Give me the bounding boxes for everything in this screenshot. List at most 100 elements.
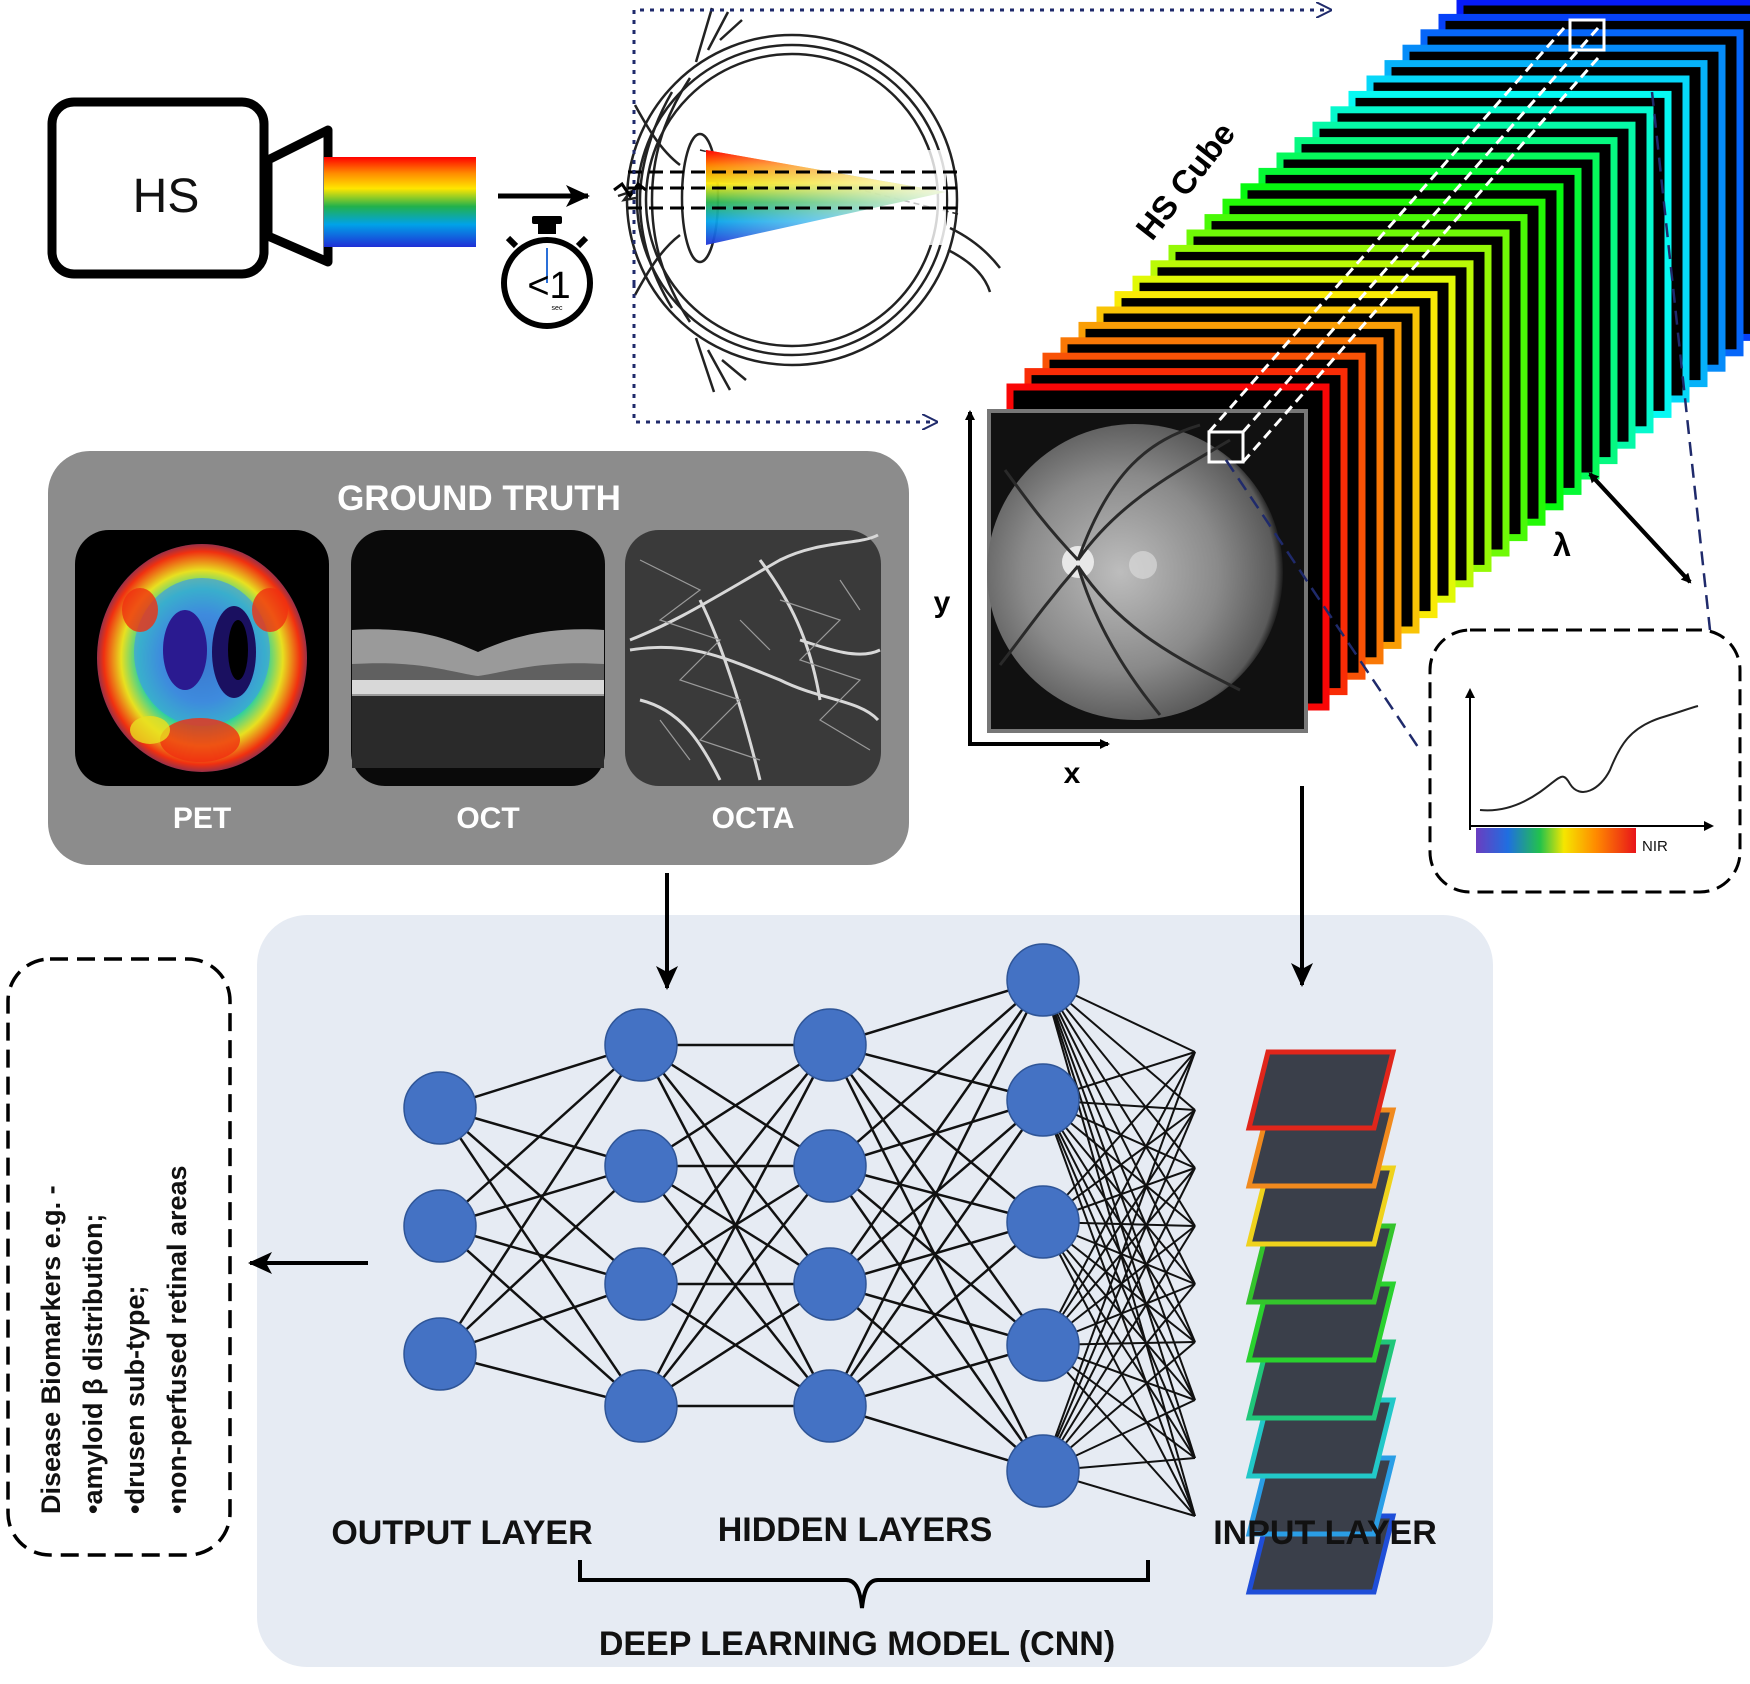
network-edge [439,1044,642,1227]
network-edge [1042,979,1196,1343]
model-brace [578,1560,1150,1609]
network-edge [828,979,1045,1407]
input-layer-stack [1245,1049,1397,1595]
network-edge [1042,979,1196,1285]
ground-truth-panel: GROUND TRUTH [48,451,909,865]
network-edge [1042,1099,1196,1343]
network-edge [1042,1109,1196,1346]
lambda-arrow-down [1588,472,1692,584]
network-edge [1042,1099,1196,1459]
network-edge [829,979,1044,1167]
stopwatch-icon: <1 sec [501,216,593,329]
network-edge [640,1044,831,1285]
biomarkers-line-4: •non-perfused retinal areas [162,1165,192,1514]
fundus-image [987,409,1308,733]
hidden-node [1006,1185,1080,1259]
timer-label: <1 [527,265,570,307]
input-slice [1245,1049,1397,1131]
network-nodes [403,943,1080,1508]
eye-dashed-bounds [628,170,962,210]
network-edge [1042,1167,1196,1346]
biomarkers-line-1: Disease Biomarkers e.g. - [36,1185,66,1514]
biomarkers-line-2: •amyloid β distribution; [78,1214,108,1514]
hidden-node [793,1129,867,1203]
biomarkers-box: Disease Biomarkers e.g. - •amyloid β dis… [6,957,232,1557]
eye-scan-dotted-arrows [632,10,1330,422]
network-edge [828,1044,1045,1472]
camera-label: HS [133,170,200,223]
input-layer-label: INPUT LAYER [1213,1514,1437,1552]
network-edge [829,1165,1044,1346]
hidden-node [1006,1434,1080,1508]
eye-zigzag [613,181,647,199]
network-edge [640,1282,831,1408]
spectrum-leader-lines [1224,91,1712,748]
eye-spectrum-fade [706,150,946,245]
network-connections [438,978,1196,1517]
biomarkers-line-3: •drusen sub-type; [120,1286,150,1514]
octa-image [625,530,881,786]
lambda-label: λ [1553,527,1571,563]
network-edge [1042,1221,1196,1517]
timer-unit: sec [552,305,563,312]
model-label: DEEP LEARNING MODEL (CNN) [599,1625,1115,1663]
hidden-node [1006,943,1080,1017]
network-edge [1042,979,1196,1459]
x-axis-label: x [1064,757,1081,790]
output-node [403,1317,477,1391]
network-edge [1042,1051,1196,1223]
network-edge [1042,1225,1196,1472]
hs-camera: HS [47,97,476,279]
output-node [403,1071,477,1145]
hidden-node [604,1008,678,1082]
network-edge [1042,979,1196,1169]
hidden-node [604,1247,678,1321]
network-edge [1042,1109,1196,1472]
spectrum-color-bar [1476,828,1636,853]
hidden-node [1006,1308,1080,1382]
network-edge [1042,1099,1196,1517]
hidden-node [793,1369,867,1443]
hidden-node [793,1247,867,1321]
network-edge [1042,1099,1196,1401]
network-edge [640,1165,831,1407]
network-edge [1042,1221,1196,1401]
network-edge [640,1043,831,1168]
y-axis-label: y [934,586,951,619]
spectrum-curve [1479,705,1699,812]
camera-lens [263,125,333,267]
network-edge [1042,1167,1196,1472]
network-edge [829,978,1044,1047]
output-node [403,1189,477,1263]
network-edge [828,1099,1045,1407]
network-edge [829,1221,1044,1407]
hidden-layers-label: HIDDEN LAYERS [718,1511,993,1549]
network-edge [1042,1051,1196,1472]
network-edge [639,1044,832,1407]
hidden-node [793,1008,867,1082]
network-edge [1042,1344,1196,1517]
network-edge [1042,1283,1196,1472]
pixel-spectrum-column [1207,18,1606,463]
octa-label: OCTA [712,802,795,835]
pet-label: PET [173,802,231,835]
network-edge [438,1044,643,1355]
network-edge [439,1165,642,1355]
network-edge [829,1283,1044,1472]
output-layer-label: OUTPUT LAYER [331,1514,592,1552]
network-edge [439,1225,642,1407]
network-edge [1042,979,1196,1227]
network-edge [829,1343,1044,1408]
oct-label: OCT [456,802,519,835]
network-edge [1042,1099,1196,1285]
pet-image [75,530,329,786]
hidden-node [604,1129,678,1203]
hidden-node [1006,1063,1080,1137]
network-edge [438,1107,643,1407]
network-edge [829,1404,1044,1473]
network-edge [1042,1051,1196,1346]
network-edge [1042,1221,1196,1459]
spectrum-plot: NIR [1428,628,1742,894]
